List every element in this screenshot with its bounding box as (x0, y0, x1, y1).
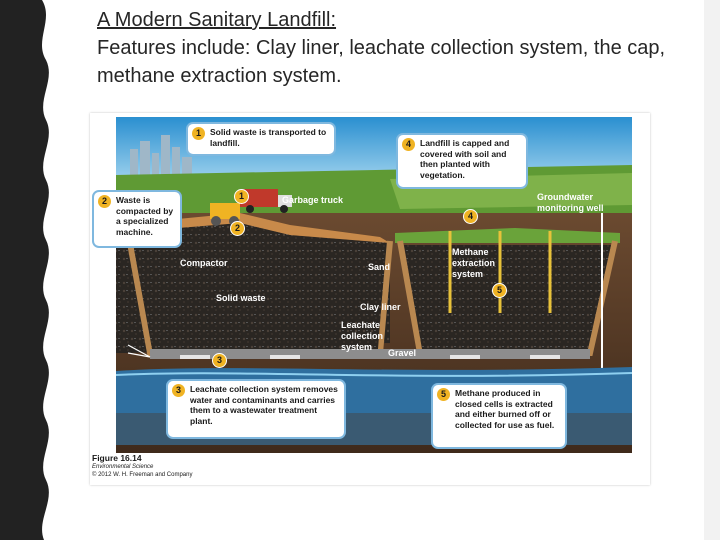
marker-2: 2 (230, 221, 245, 236)
callout-5: 5 Methane produced in closed cells is ex… (431, 383, 567, 449)
label-solid-waste: Solid waste (216, 293, 266, 304)
callout-text: Leachate collection system removes water… (190, 384, 338, 426)
slide-body-text: Features include: Clay liner, leachate c… (97, 37, 665, 87)
figure-copyright: © 2012 W. H. Freeman and Company (92, 471, 292, 479)
callout-text: Methane produced in closed cells is extr… (455, 388, 554, 430)
right-edge-strip (704, 0, 720, 540)
landfill-figure: 1 Solid waste is transported to landfill… (90, 113, 650, 485)
marker-5: 5 (492, 283, 507, 298)
label-clay-liner: Clay liner (360, 302, 401, 313)
figure-source: Environmental Science (92, 463, 292, 471)
callout-text: Waste is compacted by a specialized mach… (116, 195, 173, 237)
marker-3: 3 (212, 353, 227, 368)
callout-number: 3 (172, 384, 185, 397)
label-groundwater-well: Groundwater monitoring well (537, 192, 627, 214)
slide-heading: A Modern Sanitary Landfill: (97, 6, 697, 34)
callout-1: 1 Solid waste is transported to landfill… (186, 122, 336, 156)
callout-number: 5 (437, 388, 450, 401)
label-methane-system: Methane extraction system (452, 247, 512, 280)
callout-number: 4 (402, 138, 415, 151)
callout-number: 1 (192, 127, 205, 140)
callout-2: 2 Waste is compacted by a specialized ma… (92, 190, 182, 248)
marker-4: 4 (463, 209, 478, 224)
callout-3: 3 Leachate collection system removes wat… (166, 379, 346, 439)
label-sand: Sand (368, 262, 390, 273)
figure-caption: Figure 16.14 Environmental Science © 201… (92, 453, 292, 479)
marker-1: 1 (234, 189, 249, 204)
decorative-side-band (0, 0, 56, 540)
slide-title: A Modern Sanitary Landfill: Features inc… (97, 6, 697, 90)
label-garbage-truck: Garbage truck (282, 195, 343, 206)
label-compactor: Compactor (180, 258, 228, 269)
callout-text: Solid waste is transported to landfill. (210, 127, 326, 148)
label-gravel: Gravel (388, 348, 416, 359)
callout-number: 2 (98, 195, 111, 208)
figure-number: Figure 16.14 (92, 453, 292, 463)
callout-4: 4 Landfill is capped and covered with so… (396, 133, 528, 189)
callout-text: Landfill is capped and covered with soil… (420, 138, 509, 180)
